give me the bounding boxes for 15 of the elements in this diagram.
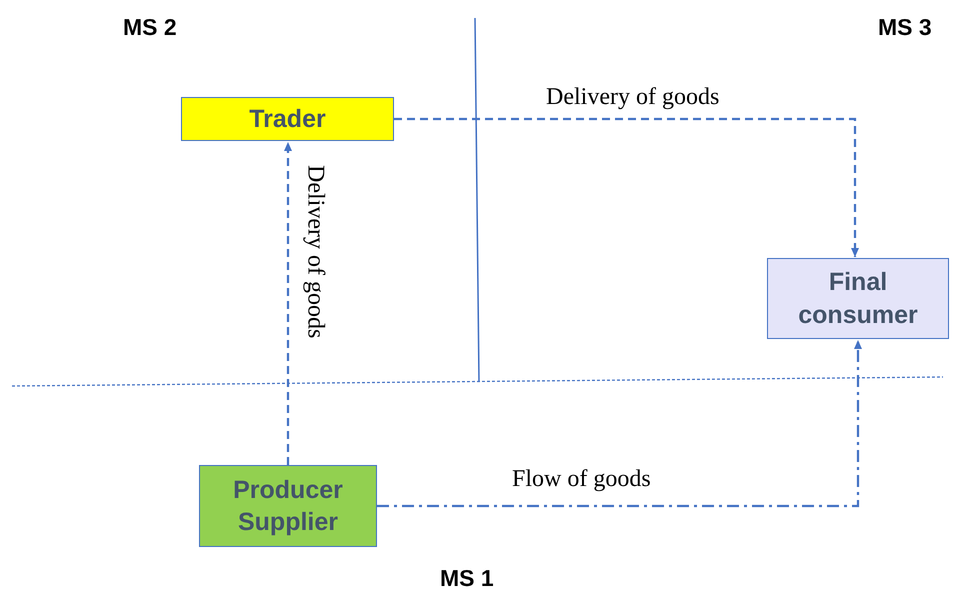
process-box: [199, 465, 377, 547]
arrow: [284, 142, 292, 465]
arrow: [377, 340, 862, 508]
edge-label: Delivery of goods: [302, 165, 328, 338]
edge-label: Delivery of goods: [546, 84, 720, 110]
process-box: [181, 97, 394, 141]
region-label: MS 1: [440, 565, 494, 592]
region-label: MS 3: [878, 14, 932, 41]
box-label: Trader: [249, 104, 326, 135]
edge-label: Flow of goods: [512, 466, 651, 492]
process-box: [767, 258, 949, 339]
box-label: Final consumer: [797, 267, 919, 330]
arrow: [394, 118, 859, 257]
region-label: MS 2: [123, 14, 177, 41]
box-label: Producer Supplier: [232, 474, 344, 538]
